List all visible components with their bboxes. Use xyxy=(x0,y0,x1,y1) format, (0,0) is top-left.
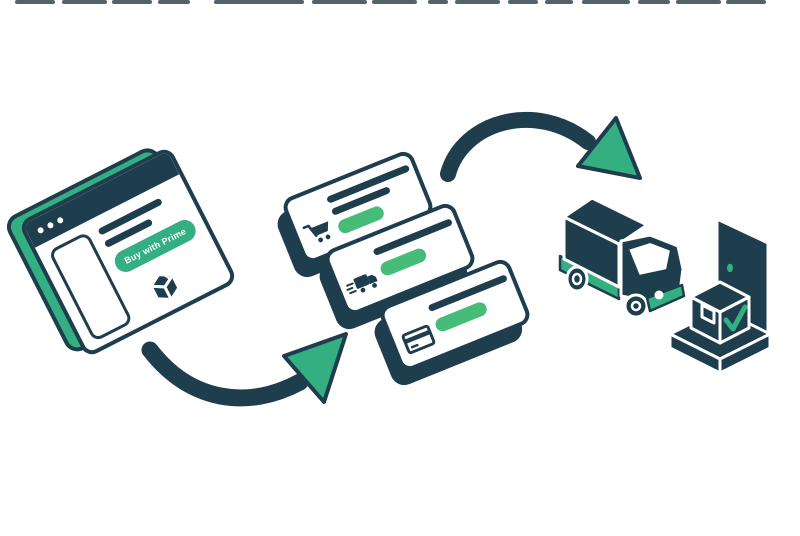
cropped-text-dash xyxy=(676,0,721,4)
buy-with-prime-button[interactable]: Buy with Prime xyxy=(111,216,200,276)
window-control-dot xyxy=(46,221,55,230)
cropped-text-dash xyxy=(312,0,367,4)
cropped-text-dash xyxy=(158,0,190,4)
card-face xyxy=(279,148,437,266)
window-control-dot xyxy=(36,226,45,235)
cropped-text-dash xyxy=(15,0,55,4)
checkmark-icon xyxy=(723,304,748,332)
arrow-cards-to-truck-icon xyxy=(440,112,642,182)
truck-box-top xyxy=(562,196,649,246)
cropped-text-dash xyxy=(62,0,107,4)
cropped-text-dash xyxy=(582,0,630,4)
cropped-text-dash xyxy=(508,0,538,4)
storefront-content: Buy with Prime xyxy=(35,174,236,358)
doorstep-platform-right xyxy=(718,332,772,375)
truck-front-wheel xyxy=(623,293,649,319)
credit-card-icon xyxy=(401,324,436,355)
cropped-text-dash xyxy=(455,0,500,4)
truck-green-bumper xyxy=(645,283,686,313)
cropped-text-dash xyxy=(372,0,417,4)
truck-headlight xyxy=(654,290,664,300)
arrow-browser-to-cards-icon xyxy=(141,332,348,407)
browser-window: Buy with Prime xyxy=(2,143,239,359)
cropped-text-dash xyxy=(214,0,304,4)
shipping-truck-icon xyxy=(345,274,378,295)
doorknob-icon xyxy=(727,263,733,273)
cropped-text-dash xyxy=(545,0,573,4)
browser-window-front: Buy with Prime xyxy=(17,145,239,359)
cropped-text-dash xyxy=(428,0,448,4)
card-face xyxy=(321,200,479,318)
cropped-text-dash xyxy=(638,0,670,4)
cropped-text-dash xyxy=(112,0,152,4)
checkout-card-payment xyxy=(370,256,534,390)
card-face xyxy=(376,256,534,374)
package-flap xyxy=(700,303,716,325)
cropped-text-dash xyxy=(726,0,766,4)
delivery-truck-icon xyxy=(558,196,686,319)
product-info-column: Buy with Prime xyxy=(96,187,223,321)
package-with-checkmark-icon xyxy=(689,280,751,345)
truck-rear-wheel xyxy=(565,265,589,293)
shopping-cart-icon xyxy=(302,221,331,243)
window-control-dot xyxy=(56,216,65,225)
checkout-card-cart xyxy=(273,148,437,282)
checkout-card-shipping xyxy=(315,200,479,334)
doorstep-delivery-group xyxy=(668,217,772,375)
package-box-icon xyxy=(149,273,181,302)
truck-windshield xyxy=(627,241,672,277)
